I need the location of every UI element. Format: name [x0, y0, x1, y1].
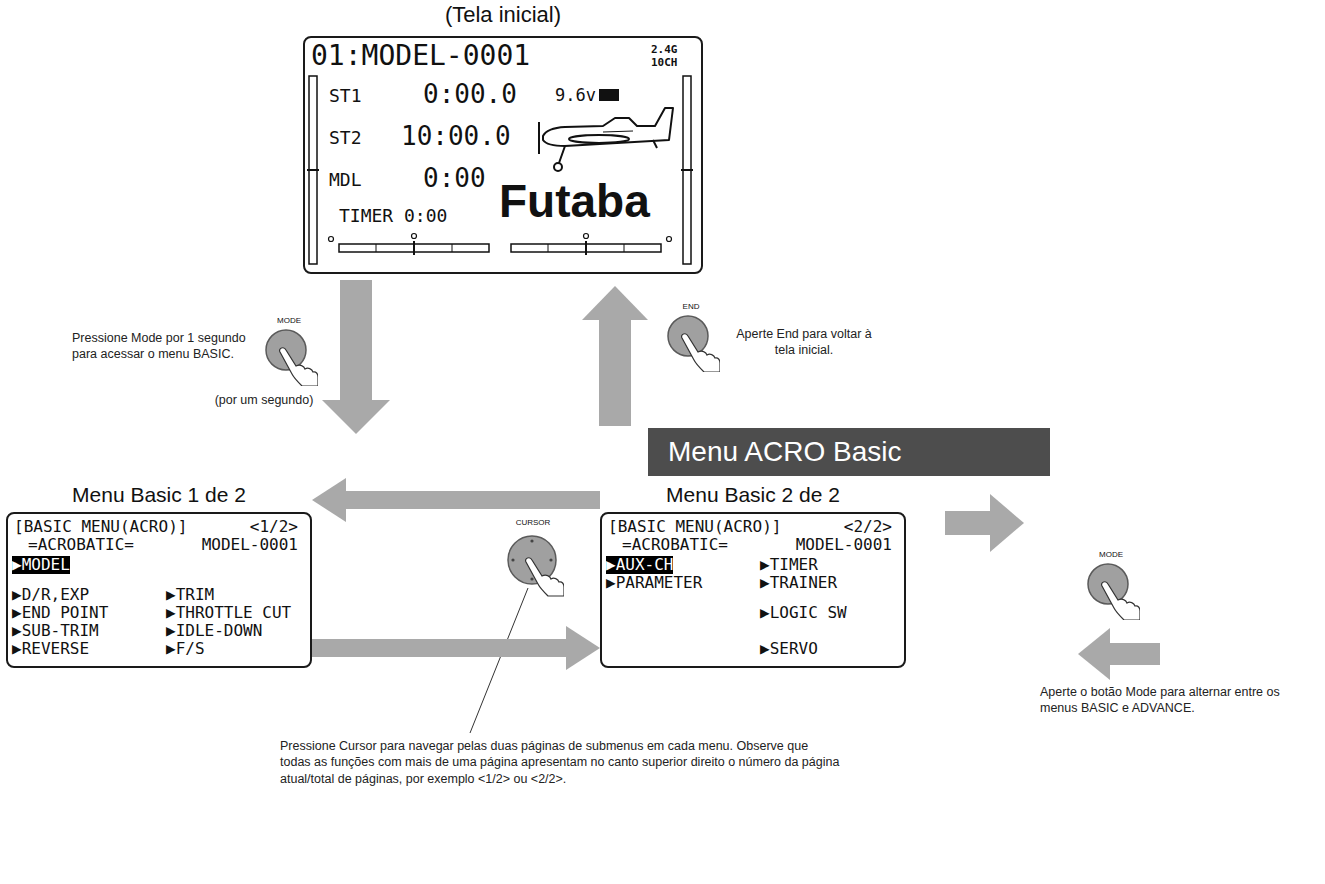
lcd-text: ST1	[329, 86, 362, 106]
lcd-text: ▶THROTTLE CUT	[166, 604, 291, 622]
lcd-text: ▶LOGIC SW	[760, 604, 847, 622]
lcd-text: ▶TRAINER	[760, 574, 837, 592]
lcd-text: ▶MODEL	[12, 556, 70, 574]
lcd-text: 9.6v	[555, 86, 596, 105]
lcd-text: 10:00.0	[401, 122, 511, 151]
end-button: END	[660, 300, 722, 372]
note-text: Pressione Cursor para navegar pelas duas…	[280, 738, 840, 787]
lcd-text: [BASIC MENU(ACRO)]	[14, 518, 187, 536]
lcd-text: Futaba	[499, 174, 650, 229]
cursor-button: CURSOR	[500, 516, 566, 600]
leader-line	[470, 588, 528, 733]
lcd-text: ▶TRIM	[166, 586, 214, 604]
lcd-text: ▶AUX-CH	[606, 556, 673, 574]
menu-band: Menu ACRO Basic	[648, 428, 1050, 476]
lcd-text: ▶TIMER	[760, 556, 818, 574]
mode-button: MODE	[258, 314, 320, 386]
mode-button: MODE	[1080, 548, 1142, 620]
lcd-text: 10CH	[651, 57, 678, 69]
lcd-text: MODEL-0001	[202, 536, 298, 554]
lcd-text: [BASIC MENU(ACRO)]	[608, 518, 781, 536]
lcd-text: <2/2>	[844, 518, 892, 536]
screen-title: Menu Basic 2 de 2	[600, 482, 906, 507]
flow-arrow	[312, 478, 600, 522]
lcd-text: ST2	[329, 128, 362, 148]
lcd-graphics	[307, 76, 693, 264]
lcd-frame	[303, 36, 703, 274]
lcd-text: ▶SUB-TRIM	[12, 622, 99, 640]
lcd-text: 0:00.0	[423, 80, 517, 109]
lcd-text: ▶F/S	[166, 640, 205, 658]
note-text: Aperte End para voltar à tela inicial.	[728, 326, 880, 359]
button-label: MODE	[1080, 550, 1142, 560]
screen-title: Menu Basic 1 de 2	[6, 482, 312, 507]
home-screen: (Tela inicial) 01:MODEL-0001 2.4G10CH ST1 0:…	[303, 2, 703, 274]
flow-arrows	[322, 280, 1160, 680]
lcd-text: =ACROBATIC=	[622, 536, 728, 554]
button-label: MODE	[258, 316, 320, 326]
screen-title: (Tela inicial)	[303, 2, 703, 28]
lcd-text: ▶REVERSE	[12, 640, 89, 658]
note-text: Aperte o botão Mode para alternar entre …	[1040, 684, 1312, 717]
flow-arrow	[312, 626, 600, 670]
lcd-text: <1/2>	[250, 518, 298, 536]
band-title: Menu ACRO Basic	[668, 428, 901, 476]
lcd-text: TIMER 0:00	[339, 206, 447, 226]
lcd-text: =ACROBATIC=	[28, 536, 134, 554]
lcd-text: ▶D/R,EXP	[12, 586, 89, 604]
lcd-text: ▶SERVO	[760, 640, 818, 658]
lcd-text: 2.4G	[651, 44, 678, 56]
note-text: (por um segundo)	[214, 392, 314, 408]
button-label: END	[660, 302, 722, 312]
basic-menu-screen: Menu Basic 1 de 2 [BASIC MENU(ACRO)] <1/2>…	[6, 482, 312, 668]
lcd-text: 0:00	[423, 164, 486, 193]
button-shape	[500, 516, 564, 600]
lcd-text: 01:MODEL-0001	[311, 40, 530, 71]
lcd-text: ▶END POINT	[12, 604, 108, 622]
note-text: Pressione Mode por 1 segundo para acessa…	[72, 330, 252, 363]
basic-menu-screen: Menu Basic 2 de 2 [BASIC MENU(ACRO)] <2/2>…	[600, 482, 906, 668]
button-label: CURSOR	[500, 518, 566, 528]
lcd-text: ▶IDLE-DOWN	[166, 622, 262, 640]
lcd-text: MDL	[329, 170, 362, 190]
lcd-text: ▶PARAMETER	[606, 574, 702, 592]
lcd-text: MODEL-0001	[796, 536, 892, 554]
